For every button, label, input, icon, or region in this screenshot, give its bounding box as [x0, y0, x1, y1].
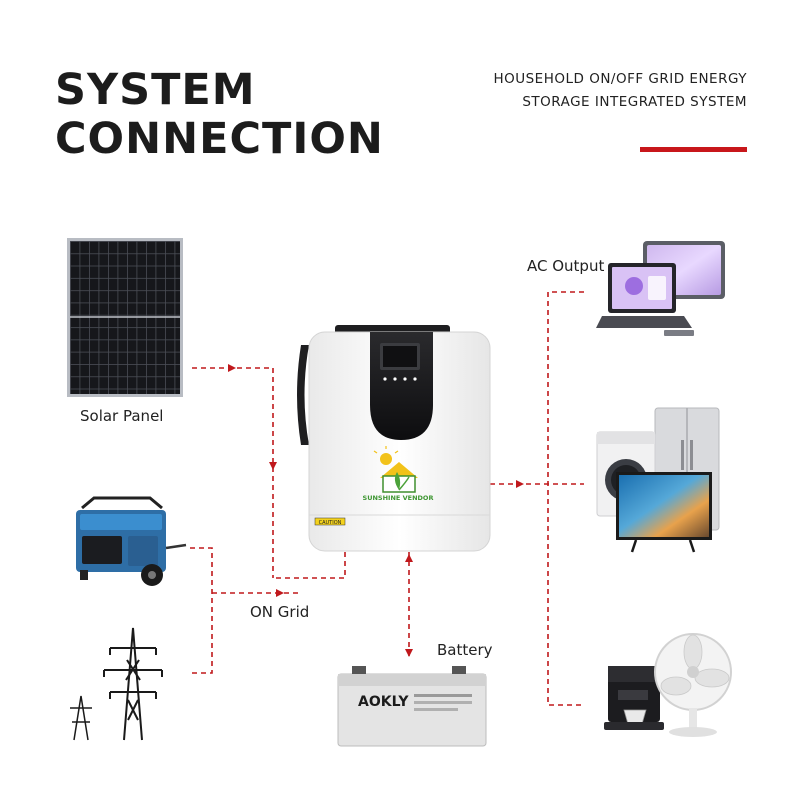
inverter-icon: CAUTION	[297, 325, 491, 552]
accent-bar	[640, 147, 747, 152]
battery-label: Battery	[437, 641, 493, 659]
generator-connector	[190, 547, 213, 674]
title-line-1: SYSTEM	[55, 65, 256, 115]
brand-logo-text: SUNSHINE VENDOR	[363, 494, 434, 502]
inverter-to-grid-connector	[273, 552, 346, 579]
arrow-down-inverter	[269, 462, 277, 470]
solar-panel-label: Solar Panel	[80, 407, 164, 425]
on-grid-label: ON Grid	[250, 603, 310, 621]
fridge-washer-tv-icon	[596, 407, 720, 553]
power-tower-icon	[70, 627, 163, 741]
title-line-2: CONNECTION	[55, 114, 384, 164]
arrow-ac-out	[516, 480, 524, 488]
generator-icon	[76, 496, 187, 586]
ac-bus-line	[547, 291, 584, 706]
tablet-laptop-icon	[596, 241, 725, 336]
subtitle-line-2: STORAGE INTEGRATED SYSTEM	[522, 94, 747, 110]
arrow-solar	[228, 364, 236, 372]
solar-panel-icon	[67, 238, 183, 397]
connector-lines	[190, 291, 584, 706]
coffee-fan-icon	[604, 633, 732, 737]
arrow-battery-down	[405, 649, 413, 657]
solar-connector	[192, 367, 274, 578]
arrow-battery-up	[405, 554, 413, 562]
subtitle-line-1: HOUSEHOLD ON/OFF GRID ENERGY	[493, 71, 747, 87]
page-subtitle: HOUSEHOLD ON/OFF GRID ENERGY STORAGE INT…	[493, 68, 747, 114]
connector-arrows	[228, 364, 524, 657]
brand-logo-icon: SUNSHINE VENDOR	[363, 446, 434, 502]
battery-brand-text: AOKLY	[358, 694, 409, 710]
page-title: SYSTEM CONNECTION	[55, 66, 384, 164]
battery-icon: AOKLY	[337, 666, 487, 747]
ac-output-label: AC Output	[527, 257, 605, 275]
arrow-grid	[276, 589, 284, 597]
inverter-warning-label: CAUTION	[319, 520, 342, 526]
